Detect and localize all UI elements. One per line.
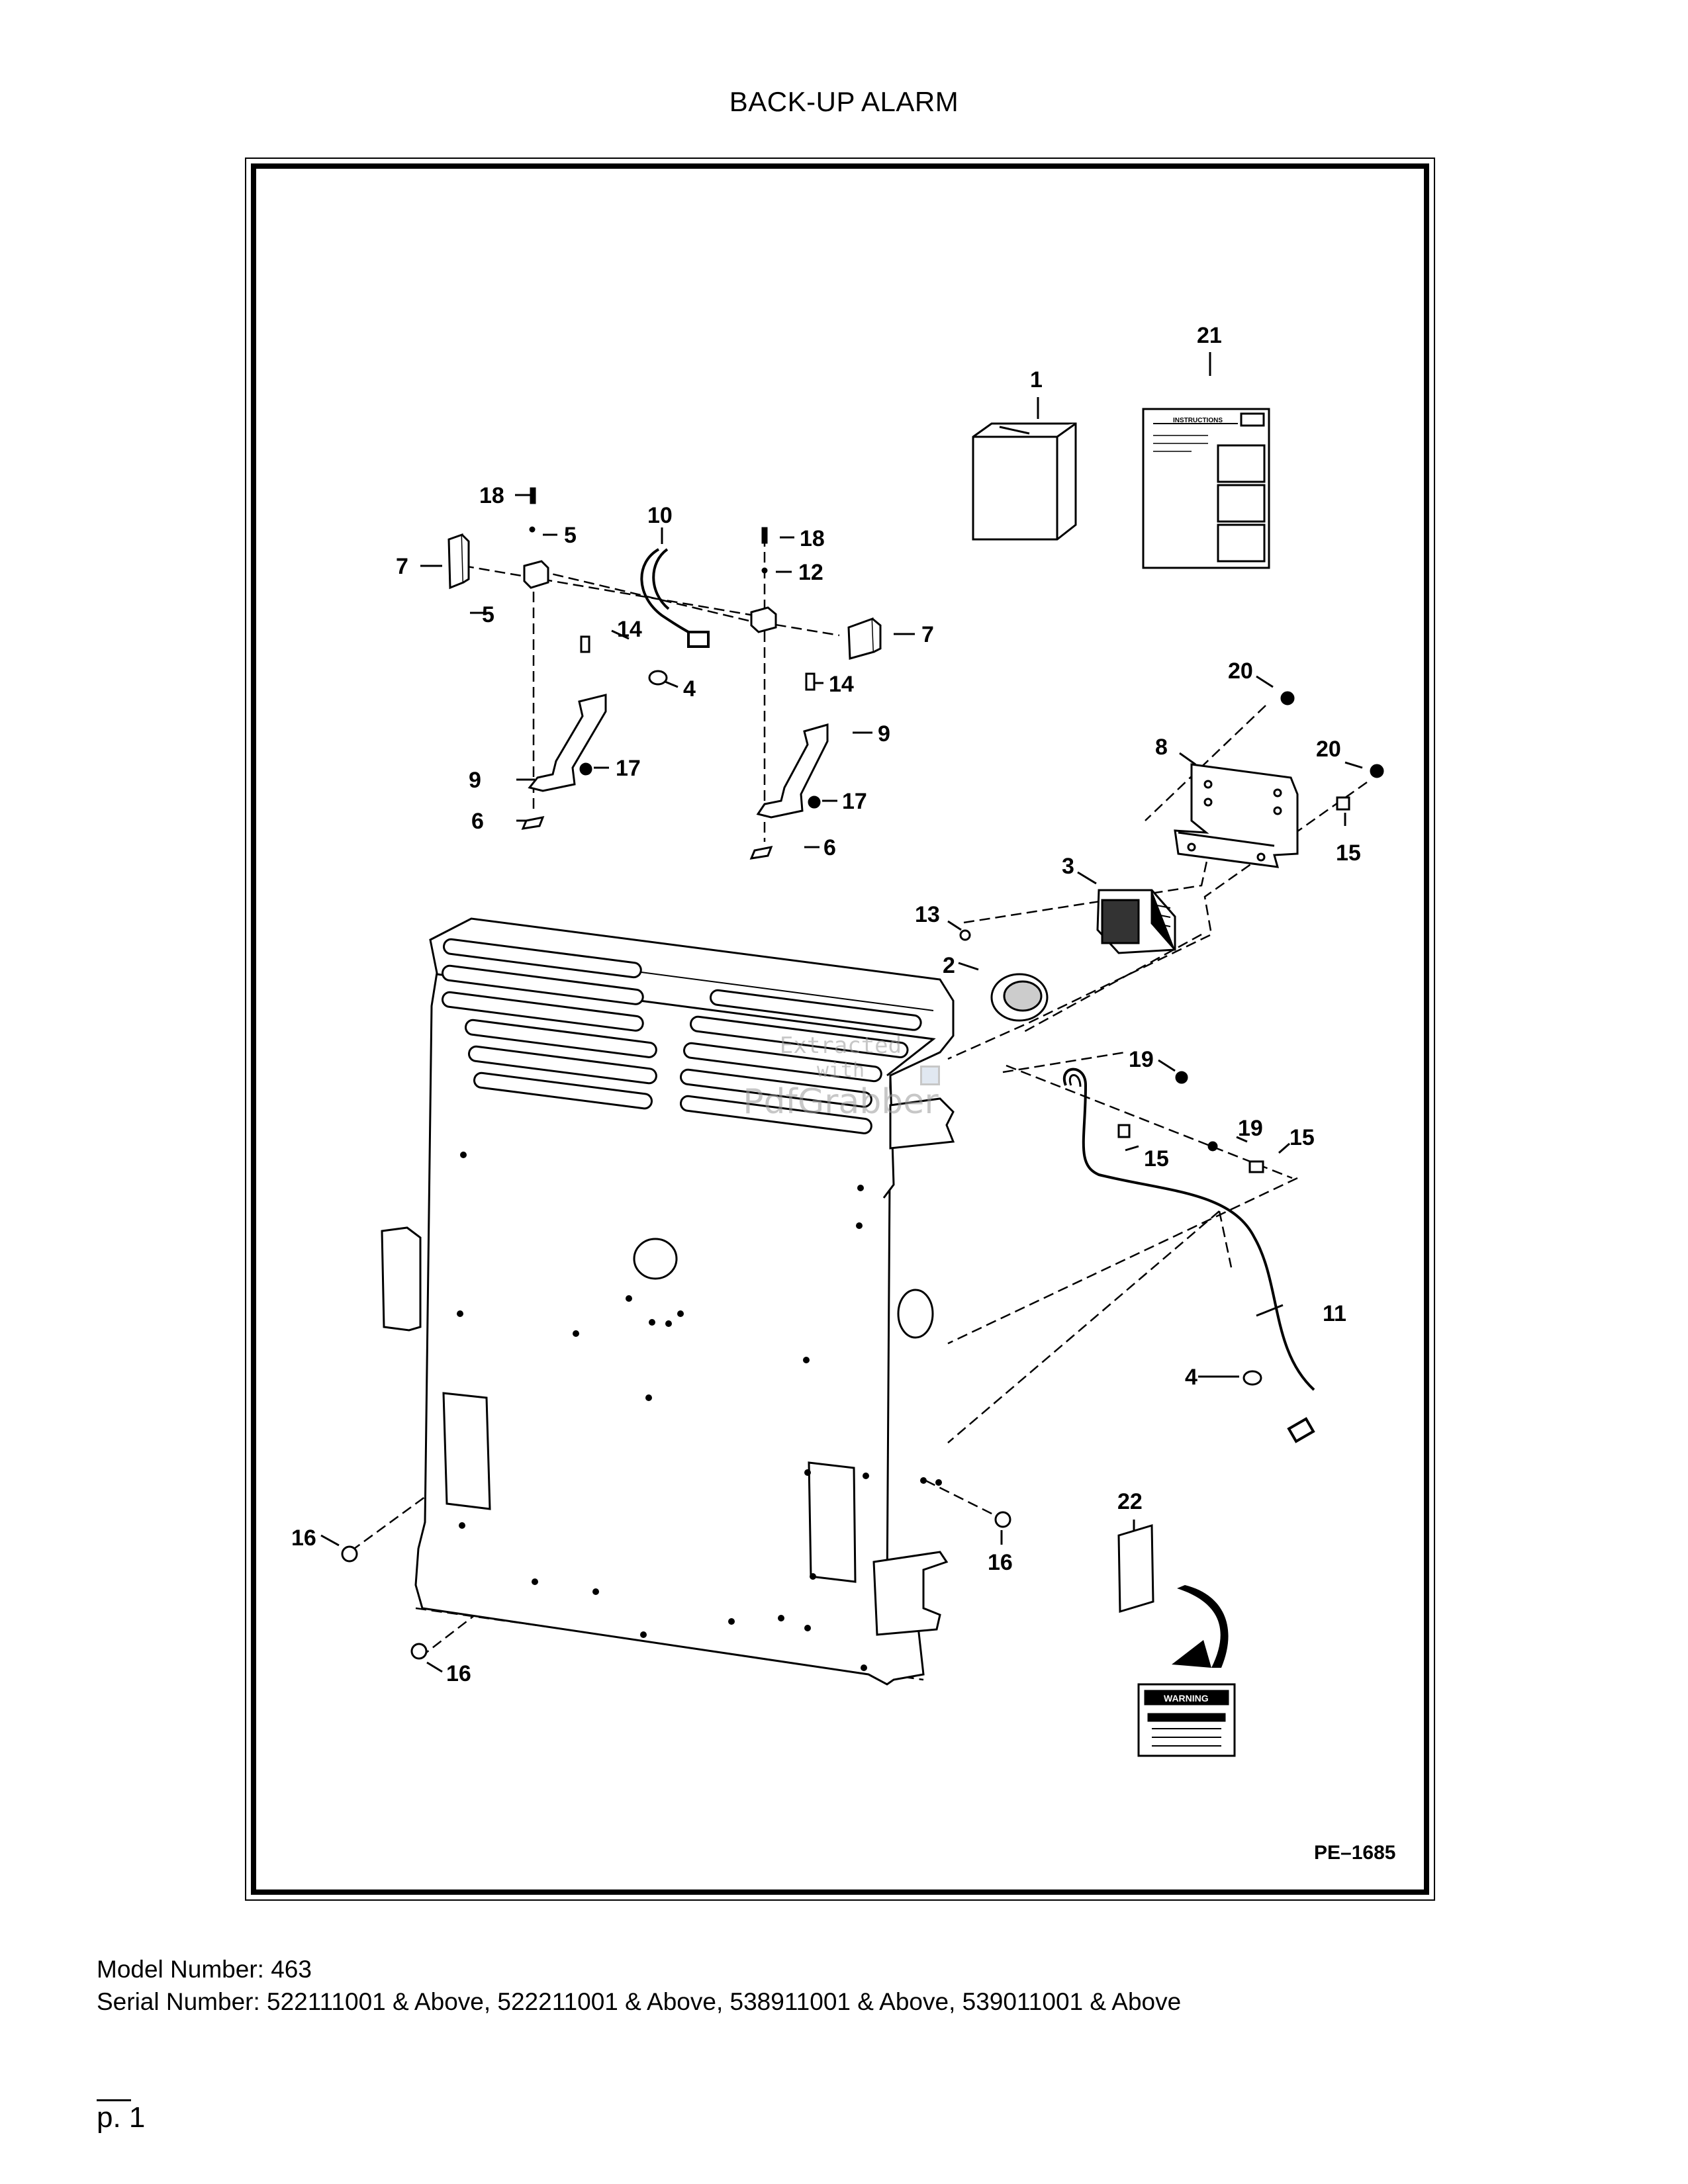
callout-10: 10 [647,503,673,528]
callout-4-top: 4 [683,676,696,702]
door-holes [457,1152,942,1671]
page-number-rule [97,2099,131,2101]
page-number: p. 1 [97,2101,146,2134]
callout-11: 11 [1323,1301,1346,1326]
part-alarm-unit-3 [1096,889,1176,954]
callout-18-left: 18 [479,483,504,508]
drawing-code: PE–1685 [1314,1842,1396,1864]
part-mount-arm-9-left [528,694,607,792]
callout-13: 13 [915,902,940,927]
part-bracket-7-right [847,617,882,660]
instructions-decal-text: INSTRUCTIONS [1173,417,1223,424]
part-harness-11 [1062,1068,1315,1443]
callout-5-top: 5 [564,523,577,548]
part-bolt-14 [580,635,816,691]
part-backup-alarm-box [972,422,1077,541]
door-details [381,1097,955,1636]
page-title: BACK-UP ALARM [729,86,959,117]
callout-17-left: 17 [616,756,641,781]
callout-18-right: 18 [800,526,825,551]
watermark-line-1: Extracted [779,1032,902,1059]
callout-1: 1 [1030,367,1043,392]
callout-5-bottom: 5 [482,602,494,627]
callout-19-right: 19 [1238,1116,1263,1141]
callout-6-left: 6 [471,809,484,834]
part-decal-22 [1117,1524,1154,1614]
part-screw-13-grommet-2 [959,929,1049,1022]
part-instruction-sheet [1142,408,1270,569]
watermark-line-2: with [816,1059,865,1082]
door-louvers [442,938,922,1134]
callout-20-top: 20 [1228,659,1253,684]
callout-16-right: 16 [988,1550,1013,1575]
callout-4-bottom: 4 [1185,1365,1197,1390]
part-nuts-washers [521,762,821,860]
callout-2: 2 [943,953,955,978]
model-number: Model Number: 463 [97,1956,312,1983]
callout-6-right: 6 [823,835,836,860]
part-nuts-clips-right [1117,691,1384,1173]
extraction-watermark: Extracted with PdfGrabber [731,1032,950,1122]
part-alarm-bracket-8 [1174,763,1299,868]
watermark-line-3: PdfGrabber [743,1082,939,1122]
callout-16-bottom: 16 [446,1661,471,1686]
callout-16-left: 16 [291,1525,316,1551]
watermark-logo-icon [920,1066,940,1085]
decal-arrow [1172,1585,1229,1668]
callout-19-left: 19 [1129,1047,1154,1072]
part-cable-tie-4-top [648,670,668,686]
part-harness-10 [640,548,710,648]
part-mount-arm-9-right [756,723,829,819]
warning-decal-text: WARNING [1164,1693,1209,1704]
callout-9-left: 9 [469,768,481,793]
part-fasteners-top [529,487,768,574]
callout-17-right: 17 [842,789,867,814]
part-cable-tie-4-bottom [1243,1370,1262,1386]
part-clamp-5 [523,560,777,633]
callout-15-middle: 15 [1144,1146,1169,1171]
callout-14-right: 14 [829,672,854,697]
diagram-outer-border [245,158,1435,1901]
part-bolt-16 [341,1511,1011,1660]
callout-3: 3 [1062,854,1074,879]
callout-22: 22 [1117,1489,1143,1514]
callout-7-right: 7 [921,622,934,647]
callout-7-left: 7 [396,554,408,579]
callout-15-top: 15 [1336,841,1361,866]
callout-21: 21 [1197,323,1222,348]
serial-number: Serial Number: 522111001 & Above, 522211… [97,1988,1182,2015]
callout-20-right: 20 [1316,737,1341,762]
callout-14-left: 14 [617,617,642,642]
diagram-frame [251,163,1429,1895]
part-bracket-7-left [447,533,470,590]
callout-9-right: 9 [878,721,890,747]
warning-decal [1137,1683,1236,1757]
callout-12: 12 [798,560,823,585]
callout-15-right: 15 [1289,1125,1315,1150]
callout-8: 8 [1155,735,1168,760]
